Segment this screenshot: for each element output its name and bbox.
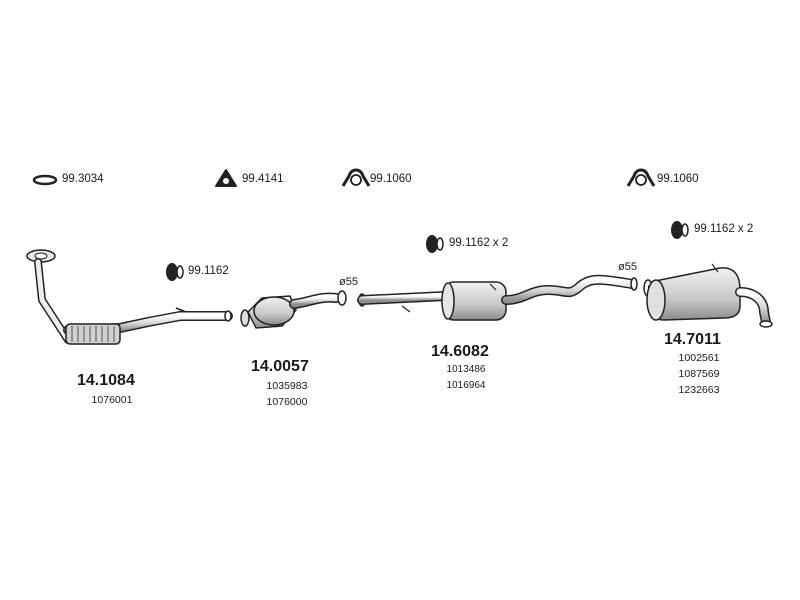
catalytic-converter-14-0057 — [240, 290, 347, 329]
diameter-label: ø55 — [618, 261, 637, 273]
gasket-ring-icon — [32, 174, 58, 186]
part-references: 1035983 1076000 — [257, 378, 317, 410]
rear-silencer-14-7011 — [643, 263, 773, 328]
clamp-icon — [341, 168, 371, 187]
part-references: 1013486 1016964 — [436, 362, 496, 394]
reference-number: 1013486 — [446, 364, 486, 375]
hanger-label: 99.1162 x 2 — [694, 223, 754, 235]
middle-silencer-14-6082 — [357, 274, 638, 321]
diameter-label: ø55 — [339, 276, 358, 288]
reference-number: 1016964 — [446, 380, 486, 391]
front-pipe-14-1084 — [26, 249, 233, 345]
flange-gasket-label: 99.4141 — [242, 173, 284, 185]
clamp-label: 99.1060 — [370, 173, 412, 185]
part-number: 14.7011 — [664, 331, 721, 348]
reference-number: 1002561 — [678, 352, 720, 364]
reference-number: 1087569 — [678, 368, 720, 380]
clamp-label: 99.1060 — [657, 173, 699, 185]
hanger-label: 99.1162 — [188, 265, 229, 277]
part-number: 14.0057 — [251, 358, 309, 375]
flange-gasket-icon — [215, 169, 237, 187]
part-references: 1076001 — [82, 392, 142, 408]
reference-number: 1232663 — [678, 384, 720, 396]
clamp-icon — [626, 168, 656, 187]
hanger-label: 99.1162 x 2 — [449, 237, 509, 249]
rubber-hanger-icon — [166, 263, 184, 281]
reference-number: 1076001 — [91, 394, 133, 406]
part-references: 1002561 1087569 1232663 — [669, 350, 729, 398]
part-number: 14.6082 — [431, 343, 489, 360]
reference-number: 1076000 — [266, 396, 308, 408]
rubber-hanger-icon — [426, 235, 444, 253]
rubber-hanger-icon — [671, 221, 689, 239]
reference-number: 1035983 — [266, 380, 308, 392]
gasket-label: 99.3034 — [62, 173, 104, 185]
part-number: 14.1084 — [77, 372, 135, 389]
